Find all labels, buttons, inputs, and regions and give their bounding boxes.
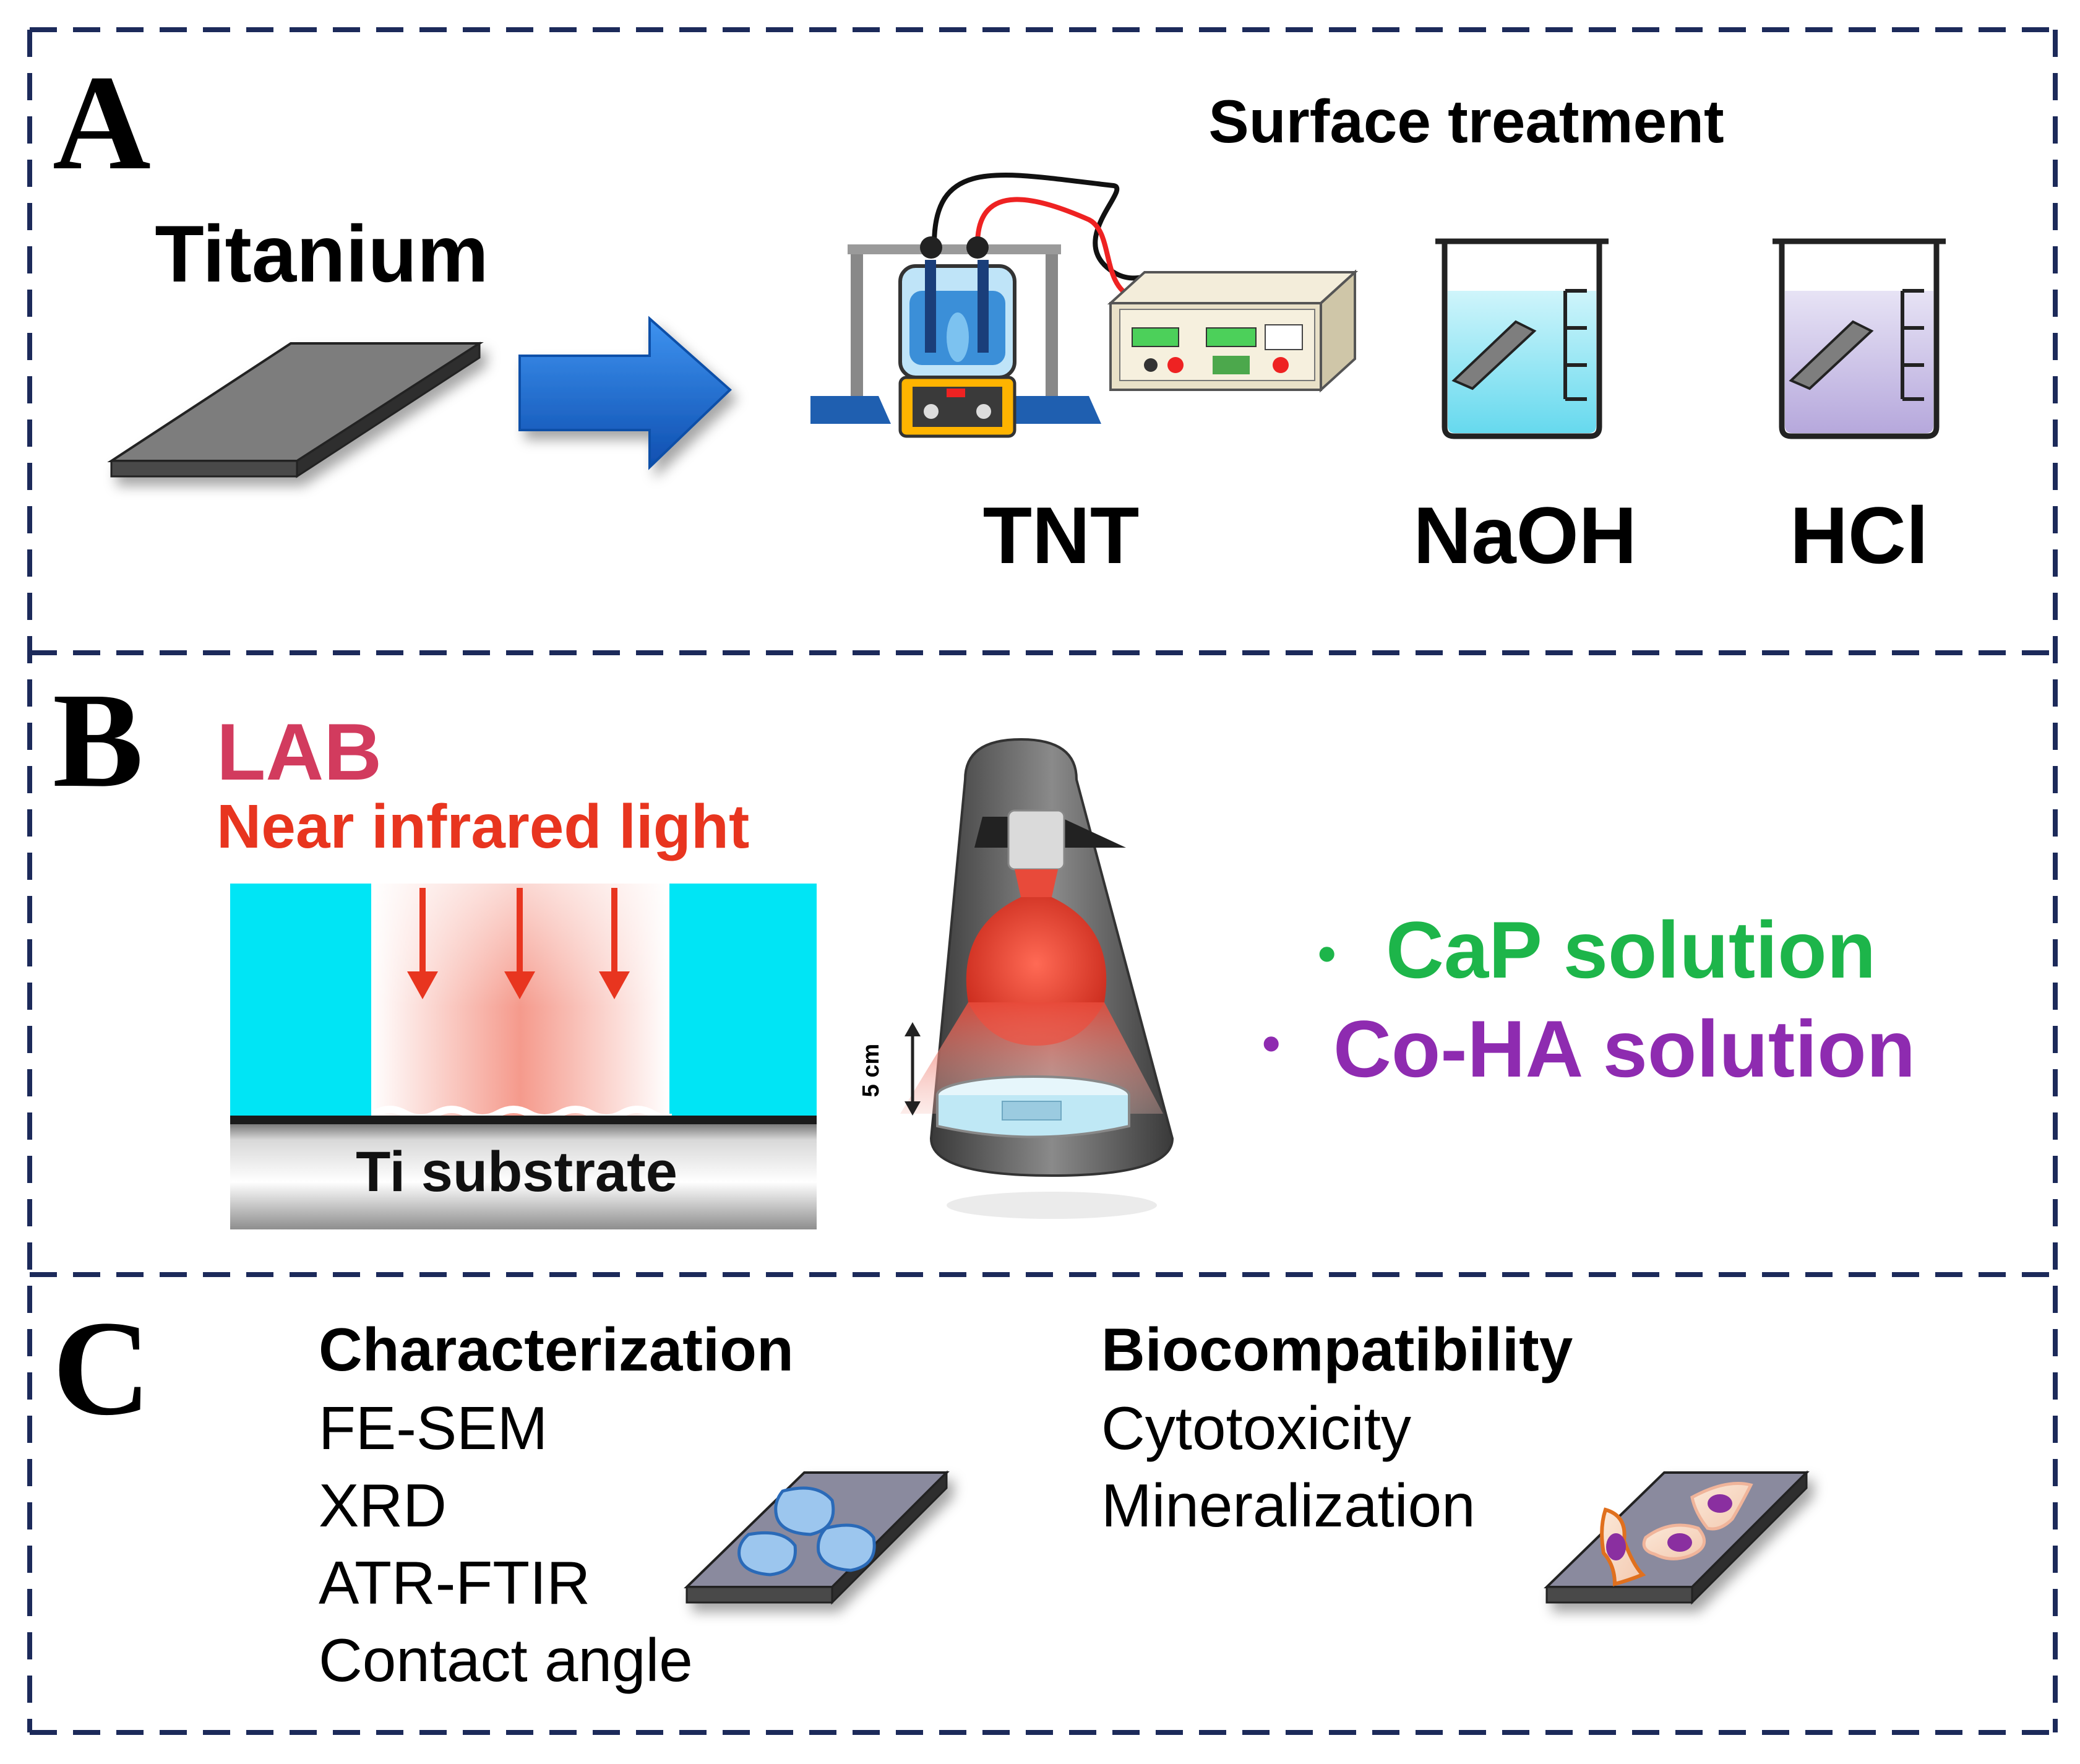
- cell-icon: [1600, 1482, 1753, 1586]
- char-item-xrd: XRD: [319, 1471, 447, 1539]
- surface-treatment-heading: Surface treatment: [1208, 87, 1724, 155]
- nir-light-label: Near infrared light: [217, 792, 749, 861]
- droplet-icon: [737, 1486, 876, 1577]
- panel-borders: [27, 27, 2058, 1735]
- tnt-label: TNT: [983, 490, 1140, 580]
- cap-solution-label: CaP solution: [1386, 905, 1876, 995]
- panel-a-letter: A: [53, 47, 151, 198]
- bio-item-mineralization: Mineralization: [1101, 1471, 1476, 1539]
- coha-bullet: •: [1262, 1014, 1280, 1072]
- panel-a: A Surface treatment Titanium: [53, 47, 1946, 580]
- solution-list: • CaP solution • Co-HA solution: [1262, 905, 1915, 1094]
- lab-schematic: Ti substrate: [230, 884, 817, 1229]
- titanium-label: Titanium: [155, 209, 488, 299]
- bio-item-cytotoxicity: Cytotoxicity: [1101, 1394, 1411, 1462]
- titanium-plate-icon: [107, 342, 484, 478]
- ti-substrate-label: Ti substrate: [356, 1140, 677, 1203]
- characterization-heading: Characterization: [319, 1315, 794, 1383]
- cap-bullet: •: [1318, 924, 1336, 983]
- panel-b-letter: B: [53, 665, 144, 815]
- panel-c: C Characterization FE-SEM XRD ATR-FTIR C…: [53, 1293, 1810, 1694]
- naoh-label: NaOH: [1413, 490, 1636, 580]
- panel-c-letter: C: [53, 1293, 151, 1443]
- lab-label: LAB: [217, 707, 382, 797]
- char-item-contact-angle: Contact angle: [319, 1626, 693, 1694]
- electrochemical-setup-icon: [810, 173, 1359, 438]
- nir-arrow-icon: [407, 888, 630, 999]
- naoh-beaker-icon: [1435, 238, 1609, 439]
- char-item-atr-ftir: ATR-FTIR: [319, 1549, 590, 1617]
- panel-b: B LAB Near infrared light Ti substrate: [53, 665, 1915, 1229]
- process-arrow-icon: [518, 316, 732, 470]
- biocompatibility-heading: Biocompatibility: [1101, 1315, 1573, 1383]
- char-item-fe-sem: FE-SEM: [319, 1394, 548, 1462]
- hcl-label: HCl: [1790, 490, 1928, 580]
- hcl-beaker-icon: [1773, 238, 1946, 439]
- coha-solution-label: Co-HA solution: [1333, 1004, 1915, 1094]
- nir-lamp-icon: 5 cm: [858, 738, 1174, 1219]
- distance-label: 5 cm: [858, 1044, 884, 1098]
